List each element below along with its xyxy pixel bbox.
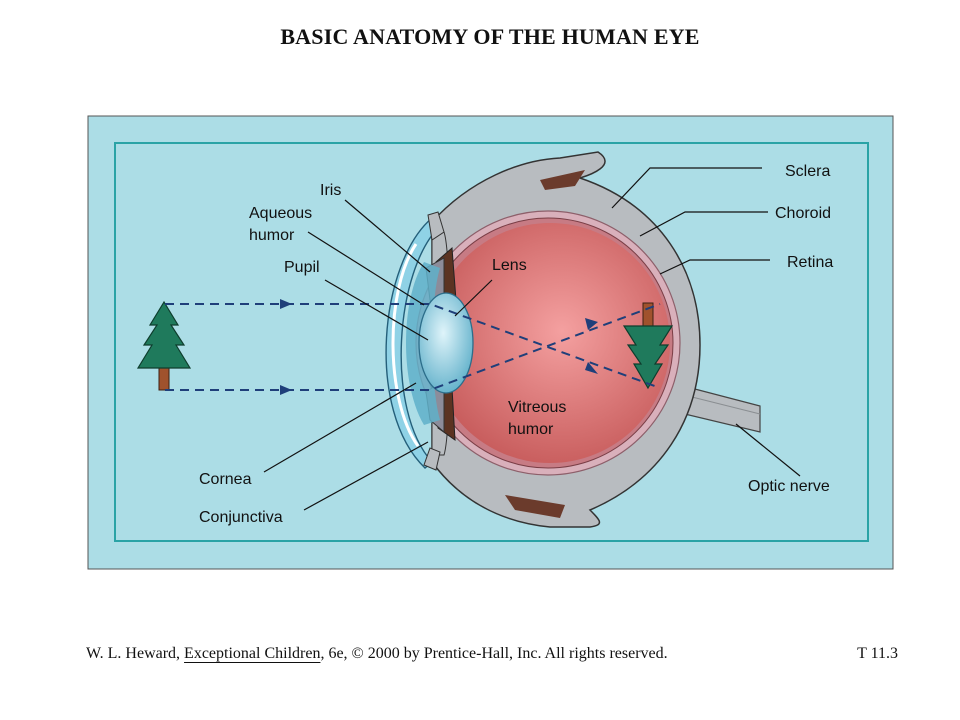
muscle-top	[540, 170, 585, 190]
diagram-frame	[114, 142, 869, 542]
label-iris: Iris	[320, 182, 341, 199]
page-title: BASIC ANATOMY OF THE HUMAN EYE	[280, 24, 700, 49]
conjunctiva-lower	[423, 447, 441, 471]
slide-code: T 11.3	[857, 645, 898, 662]
label-aqueous-line2: humor	[249, 227, 295, 244]
label-choroid: Choroid	[775, 205, 831, 222]
label-aqueous-line1: Aqueous	[249, 205, 312, 222]
label-vitreous-line1: Vitreous	[508, 399, 566, 416]
label-conjunctiva: Conjunctiva	[199, 509, 283, 526]
citation: W. L. Heward, Exceptional Children, 6e, …	[86, 645, 668, 663]
light-rays	[165, 303, 661, 391]
muscle-bottom	[505, 495, 565, 518]
citation-rights: , 6e, © 2000 by Prentice-Hall, Inc. All …	[320, 645, 668, 662]
label-vitreous-line2: humor	[508, 421, 554, 438]
label-lens: Lens	[492, 257, 527, 274]
label-pupil: Pupil	[284, 259, 320, 276]
conjunctiva	[427, 211, 445, 241]
object-tree	[136, 300, 192, 391]
citation-book-title: Exceptional Children	[184, 645, 321, 662]
label-cornea: Cornea	[199, 471, 252, 488]
leader-lines	[263, 167, 801, 511]
label-sclera: Sclera	[785, 163, 830, 180]
cornea-highlight	[391, 243, 420, 447]
ray-arrows	[280, 299, 598, 395]
label-optic-nerve: Optic nerve	[748, 478, 830, 495]
lens	[418, 292, 474, 394]
citation-author: W. L. Heward,	[86, 645, 185, 662]
retinal-image-tree	[622, 302, 674, 390]
label-retina: Retina	[787, 254, 833, 271]
vitreous-humor	[430, 223, 670, 463]
